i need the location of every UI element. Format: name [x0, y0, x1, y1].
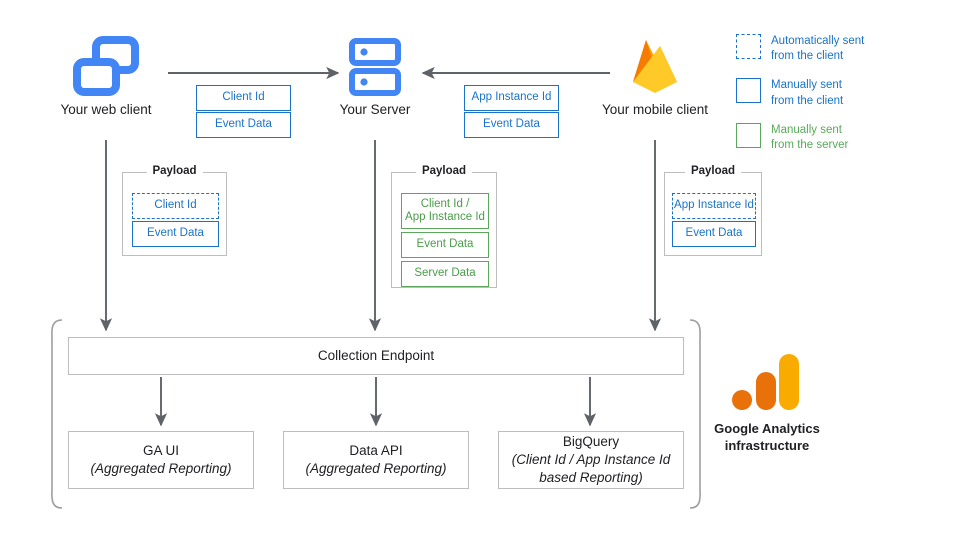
transport-chip-event-data-mobile: Event Data	[464, 112, 559, 138]
browser-windows-icon	[73, 36, 139, 96]
legend-label-manual-client: Manually sent from the client	[771, 78, 843, 108]
payload-web-client: Payload Client Id Event Data	[122, 165, 227, 256]
server-rack-icon	[349, 38, 401, 96]
google-analytics-brand: Google Analytics infrastructure	[712, 352, 822, 454]
legend-swatch-dashed-blue	[736, 34, 761, 59]
legend-label-manual-server: Manually sent from the server	[771, 123, 848, 153]
payload-server: Payload Client Id / App Instance Id Even…	[391, 165, 497, 288]
legend-swatch-solid-green	[736, 122, 761, 148]
payload-item-event-data: Event Data	[132, 221, 219, 247]
firebase-flame-icon	[633, 40, 677, 93]
collection-endpoint-box: Collection Endpoint	[68, 337, 684, 375]
legend-label-line2: from the client	[771, 94, 844, 107]
output-title: Data API	[349, 443, 403, 459]
transport-chip-app-instance-id: App Instance Id	[464, 85, 559, 111]
output-box-data-api: Data API (Aggregated Reporting)	[283, 431, 469, 489]
legend-label-line2: from the server	[771, 138, 849, 151]
infrastructure-bracket-right	[689, 319, 701, 509]
legend: Automatically sent from the client Manua…	[736, 34, 864, 153]
payload-title: Payload	[415, 165, 473, 177]
payload-item-line1: Client Id /	[420, 197, 470, 210]
payload-item-client-or-app-instance-id: Client Id / App Instance Id	[401, 193, 489, 229]
output-box-ga-ui: GA UI (Aggregated Reporting)	[68, 431, 254, 489]
payload-title: Payload	[684, 165, 742, 177]
google-analytics-label-line2: infrastructure	[724, 438, 810, 454]
google-analytics-logo	[732, 354, 799, 410]
payload-item-event-data: Event Data	[401, 232, 489, 258]
legend-label-line1: Manually sent	[771, 79, 842, 92]
infrastructure-bracket-left	[51, 319, 63, 509]
legend-item-manual-client: Manually sent from the client	[736, 78, 864, 108]
payload-item-app-instance-id: App Instance Id	[672, 193, 756, 219]
output-subtitle-line1: (Client Id / App Instance Id	[511, 452, 671, 468]
legend-label-line2: from the client	[771, 50, 844, 63]
payload-mobile-client: Payload App Instance Id Event Data	[664, 165, 762, 256]
output-box-bigquery: BigQuery (Client Id / App Instance Id ba…	[498, 431, 684, 489]
payload-item-client-id: Client Id	[132, 193, 219, 219]
legend-label-line1: Automatically sent	[771, 35, 865, 47]
collection-endpoint-label: Collection Endpoint	[317, 348, 435, 364]
output-subtitle: (Aggregated Reporting)	[90, 461, 232, 476]
transport-chip-client-id: Client Id	[196, 85, 291, 111]
google-analytics-label-line1: Google Analytics	[714, 421, 820, 436]
payload-item-server-data: Server Data	[401, 261, 489, 287]
output-title: GA UI	[142, 443, 179, 459]
legend-label-auto-client: Automatically sent from the client	[771, 34, 864, 64]
server-label: Your Server	[339, 102, 411, 117]
mobile-client-label: Your mobile client	[601, 102, 709, 117]
payload-item-line2: App Instance Id	[405, 211, 485, 223]
output-subtitle-line2: based Reporting)	[539, 469, 643, 485]
legend-item-manual-server: Manually sent from the server	[736, 122, 864, 153]
output-subtitle: (Aggregated Reporting)	[305, 461, 447, 476]
node-mobile-client: Your mobile client	[585, 34, 725, 117]
node-server: Your Server	[335, 38, 415, 117]
output-title: BigQuery	[562, 434, 620, 450]
transport-chip-event-data-web: Event Data	[196, 112, 291, 138]
payload-title: Payload	[146, 165, 203, 177]
payload-item-event-data: Event Data	[672, 221, 756, 247]
web-client-label: Your web client	[60, 102, 152, 117]
legend-item-auto-client: Automatically sent from the client	[736, 34, 864, 64]
legend-swatch-solid-blue	[736, 78, 761, 104]
node-web-client: Your web client	[46, 36, 166, 117]
legend-label-line1: Manually sent	[771, 123, 842, 136]
